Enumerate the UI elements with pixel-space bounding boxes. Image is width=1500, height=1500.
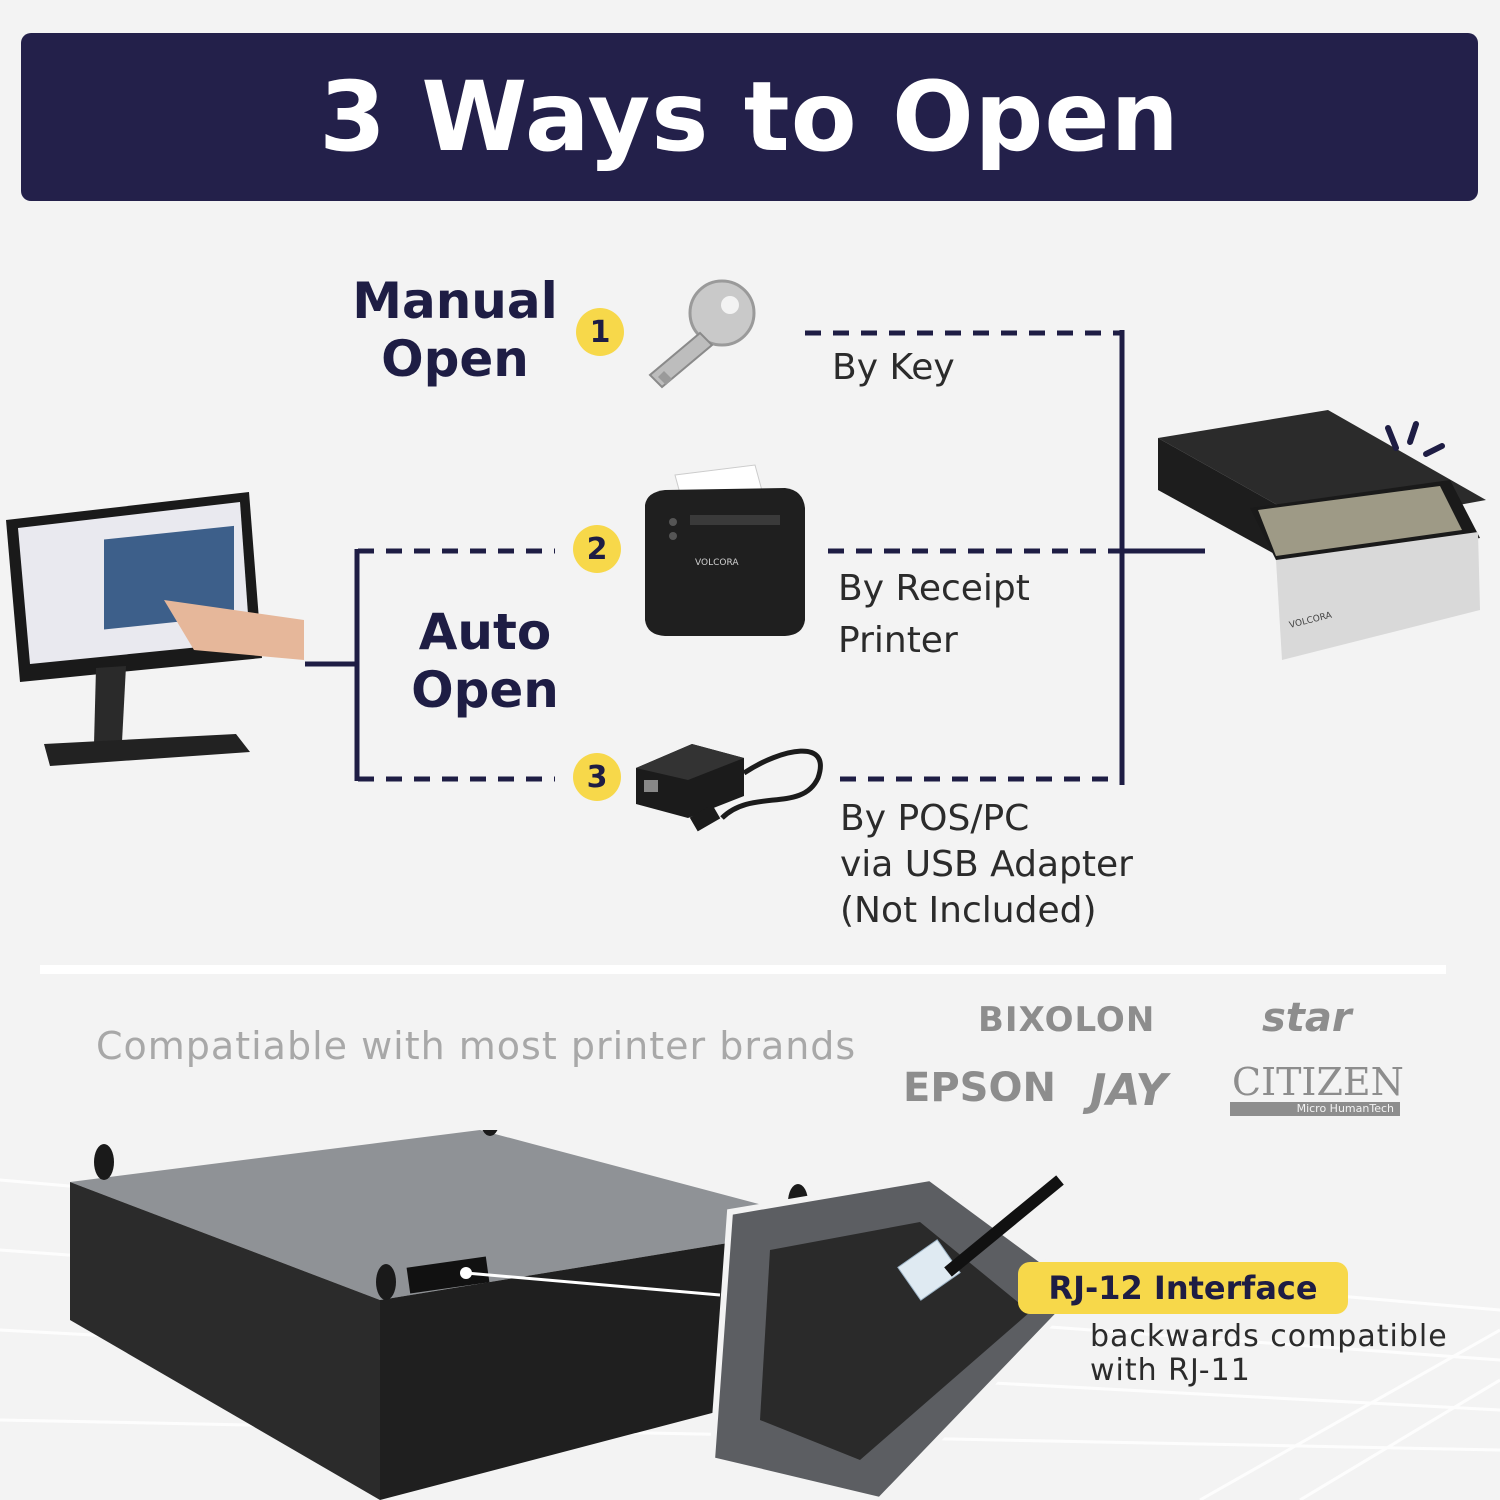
header-banner: 3 Ways to Open xyxy=(21,33,1478,201)
cash-drawer-image: VOLCORA xyxy=(1158,410,1486,660)
citizen-logo: CITIZEN xyxy=(1232,1060,1404,1104)
jay-logo: JAY xyxy=(1090,1065,1168,1116)
usb-adapter-icon xyxy=(636,744,823,832)
key-icon xyxy=(648,279,756,389)
rj11-compatibility-note: backwards compatible with RJ-11 xyxy=(1090,1319,1448,1388)
step-badge-2: 2 xyxy=(573,525,621,573)
citizen-tagline: Micro HumanTech xyxy=(1230,1102,1400,1116)
bixolon-logo: BIXOLON xyxy=(978,1000,1156,1040)
section-divider xyxy=(40,965,1446,974)
page-title: 3 Ways to Open xyxy=(319,61,1180,173)
step-1-description: By Key xyxy=(832,347,955,388)
compatibility-text: Compatiable with most printer brands xyxy=(96,1024,857,1068)
star-logo: star xyxy=(1262,995,1352,1041)
step-2-description: By Receipt Printer xyxy=(838,568,1030,661)
pos-terminal-image xyxy=(6,492,304,766)
drawer-underside-image xyxy=(0,1130,1500,1500)
manual-open-label: Manual Open xyxy=(352,272,558,388)
rj12-interface-label: RJ-12 Interface xyxy=(1018,1262,1348,1314)
epson-logo: EPSON xyxy=(903,1065,1056,1111)
step-3-description: By POS/PC via USB Adapter (Not Included) xyxy=(840,798,1133,931)
receipt-printer-icon: VOLCORA xyxy=(645,464,805,636)
auto-open-label: Auto Open xyxy=(411,603,559,719)
step-badge-1: 1 xyxy=(576,308,624,356)
svg-text:VOLCORA: VOLCORA xyxy=(695,558,739,568)
step-badge-3: 3 xyxy=(573,753,621,801)
